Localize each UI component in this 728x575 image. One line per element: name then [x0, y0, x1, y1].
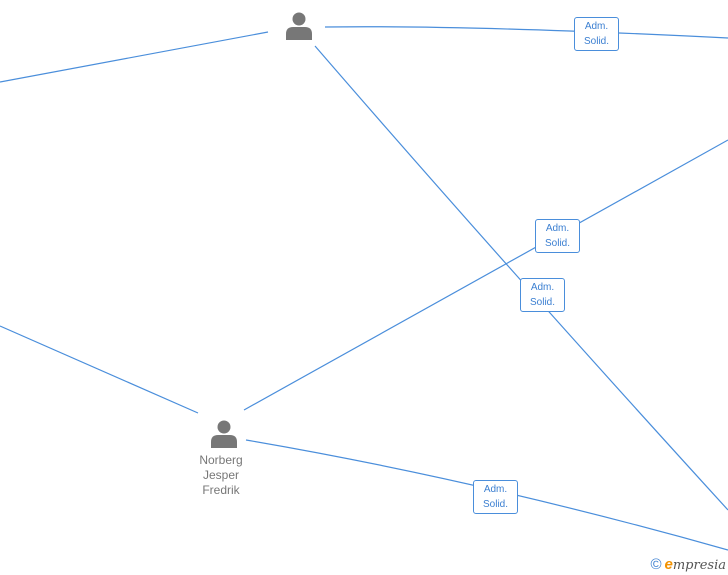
edge-top-person-left [0, 31, 269, 83]
edge-top-person-bottom-right [314, 45, 728, 511]
relation-badge-line1: Adm. [483, 484, 508, 495]
relation-badge-line2: Solid. [583, 36, 609, 47]
person-icon [286, 12, 312, 40]
person-name-line: Norberg [199, 453, 243, 467]
person-name-norberg[interactable]: Norberg Jesper Fredrik [181, 453, 261, 498]
copyright-symbol: © [650, 556, 662, 573]
brand-initial: e [664, 556, 673, 573]
edge-norberg-left [0, 325, 199, 414]
person-node-norberg[interactable] [209, 418, 239, 448]
relation-badge-line2: Solid. [482, 499, 508, 510]
brand-name: mpresia [672, 558, 726, 573]
empresia-logo: ©empresia [650, 556, 726, 573]
edge-norberg-upper-right [243, 139, 728, 411]
relation-badge-line1: Adm. [584, 21, 609, 32]
person-icon [211, 420, 237, 448]
relation-badge[interactable]: Adm. Solid. [473, 480, 518, 514]
relation-badge[interactable]: Adm. Solid. [535, 219, 580, 253]
relation-badge-line1: Adm. [545, 223, 570, 234]
relation-badge-line2: Solid. [544, 238, 570, 249]
person-node-top[interactable] [284, 10, 314, 40]
relation-badge[interactable]: Adm. Solid. [520, 278, 565, 312]
edge-top-person-right [324, 26, 728, 39]
person-name-line: Jesper [202, 468, 240, 482]
relation-badge-line2: Solid. [529, 297, 555, 308]
relation-badge[interactable]: Adm. Solid. [574, 17, 619, 51]
person-name-line: Fredrik [202, 483, 240, 497]
relation-badge-line1: Adm. [530, 282, 555, 293]
